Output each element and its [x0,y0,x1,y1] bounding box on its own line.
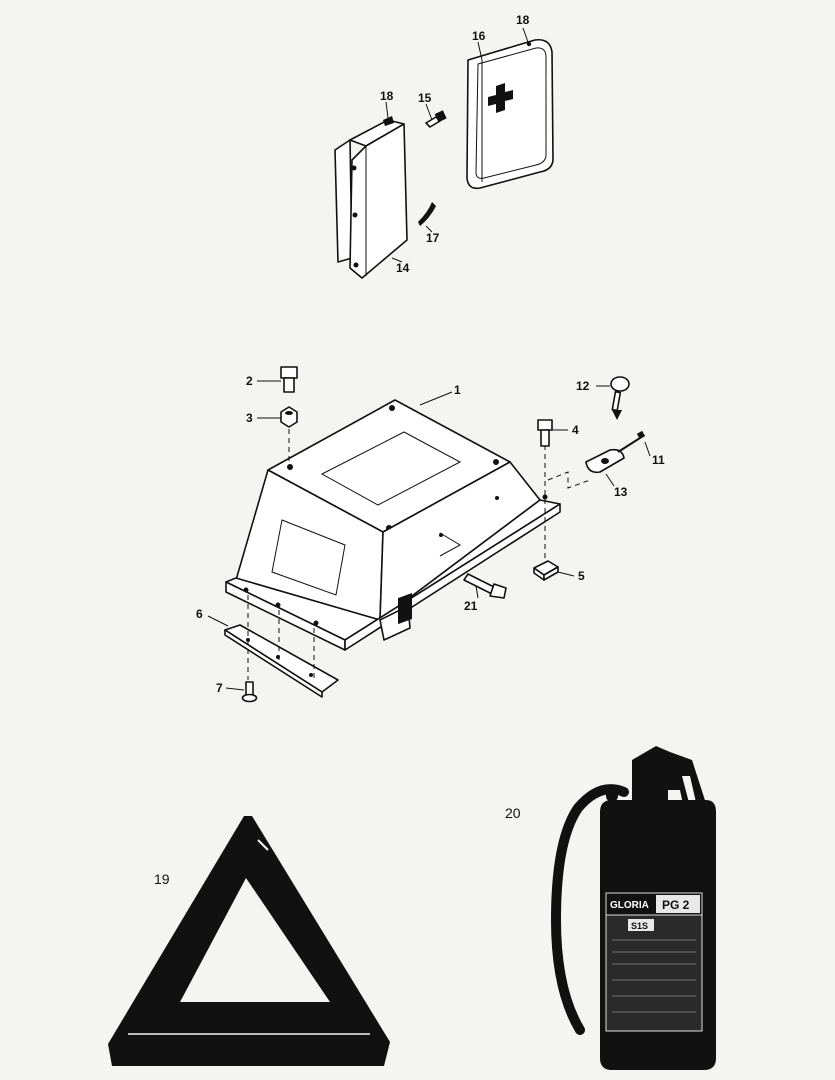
bolt-7 [241,681,258,703]
callout-15: 15 [418,91,432,105]
callout-11: 11 [652,453,665,467]
extinguisher-model: PG 2 [662,898,690,912]
callout-18-bracket: 18 [380,89,394,103]
callout-3: 3 [246,411,253,425]
callout-16: 16 [472,29,486,43]
callout-2: 2 [246,374,253,388]
warning-triangle-19 [108,816,390,1066]
callout-18-kit: 18 [516,13,530,27]
clamp-13 [585,448,625,474]
clip-17 [418,202,436,226]
screw-11 [617,430,646,453]
callout-21: 21 [464,599,478,613]
bolt-4 [537,419,553,447]
nut-3 [280,406,298,428]
callout-17: 17 [426,231,440,245]
callout-7: 7 [216,681,223,695]
callout-numbers: 16 18 18 15 17 14 1 2 3 4 5 6 7 11 12 13… [154,13,665,887]
first-aid-bracket-14 [334,116,408,279]
callout-1: 1 [454,383,461,397]
callout-4: 4 [572,423,579,437]
callout-12: 12 [576,379,590,393]
base-plate-6 [224,624,339,698]
fire-extinguisher-20: GLORIA PG 2 S1S [550,746,716,1070]
bolt-2 [280,366,298,393]
callout-14: 14 [396,261,410,275]
extinguisher-mark: S1S [631,921,648,931]
bolt-21 [463,573,507,599]
square-nut-5 [533,560,559,581]
callout-6: 6 [196,607,203,621]
leader-lines [207,27,651,691]
callout-5: 5 [578,569,585,583]
callout-20: 20 [505,805,521,821]
extinguisher-brand: GLORIA [610,900,649,911]
alignment-lines [247,420,591,680]
callout-19: 19 [154,871,170,887]
callout-13: 13 [614,485,628,499]
screw-15 [425,110,447,128]
first-aid-kit-16 [466,38,554,190]
mounting-box-1 [225,399,561,651]
pin-12 [610,376,630,420]
